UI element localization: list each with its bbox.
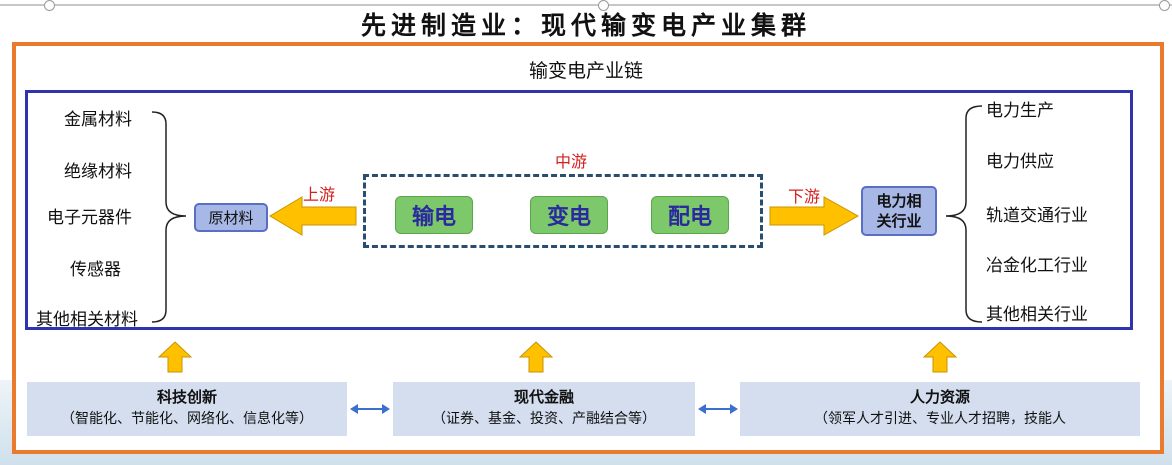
downstream-arrow (769, 196, 860, 236)
support-up-arrow (157, 341, 193, 373)
left-brace (151, 111, 187, 323)
material-item: 电子元器件 (47, 208, 132, 228)
material-item: 绝缘材料 (64, 162, 132, 182)
transformation-node: 变电 (530, 196, 608, 234)
downstream-label: 下游 (788, 187, 821, 206)
chain-title: 输变电产业链 (528, 60, 643, 82)
support-title: 现代金融 (513, 388, 574, 406)
material-item: 传感器 (70, 260, 121, 280)
industry-item: 冶金化工行业 (986, 256, 1088, 276)
support-subtitle: （领军人才引进、专业人才招聘，技能人 (814, 411, 1066, 427)
industry-item: 轨道交通行业 (986, 206, 1088, 226)
midstream-box (363, 174, 763, 248)
distribution-node: 配电 (651, 196, 729, 234)
industry-item: 电力生产 (986, 101, 1054, 121)
power-industry-node: 电力相 关行业 (861, 186, 937, 236)
industry-item: 电力供应 (986, 152, 1054, 172)
support-subtitle: （智能化、节能化、网络化、信息化等） (61, 411, 313, 427)
selection-handle[interactable] (44, 0, 55, 11)
selection-handle[interactable] (598, 0, 609, 11)
raw-material-node: 原材料 (194, 203, 268, 232)
tech-innovation-box: 科技创新 （智能化、节能化、网络化、信息化等） (27, 382, 347, 436)
industry-item: 其他相关行业 (986, 305, 1088, 325)
selection-line (0, 4, 1172, 6)
power-industry-node-line: 电力相 (876, 192, 922, 210)
human-resources-box: 人力资源 （领军人才引进、专业人才招聘，技能人 (740, 382, 1140, 436)
support-up-arrow (922, 341, 958, 373)
upstream-arrow (269, 196, 357, 236)
support-subtitle: （证券、基金、投资、产融结合等） (432, 411, 656, 427)
transmission-node: 输电 (395, 196, 473, 234)
double-arrow (350, 404, 390, 414)
double-arrow (698, 404, 738, 414)
support-up-arrow (518, 341, 554, 373)
material-item: 其他相关材料 (36, 310, 138, 330)
power-industry-node-line: 关行业 (876, 212, 922, 230)
right-brace (945, 105, 983, 323)
industry-chain-box (25, 90, 1133, 330)
midstream-label: 中游 (555, 152, 588, 171)
page-title: 先进制造业：现代输变电产业集群 (360, 11, 811, 40)
modern-finance-box: 现代金融 （证券、基金、投资、产融结合等） (393, 382, 695, 436)
support-title: 科技创新 (156, 388, 217, 406)
material-item: 金属材料 (64, 110, 132, 130)
upstream-label: 上游 (303, 185, 336, 204)
selection-handle[interactable] (1159, 0, 1170, 11)
support-title: 人力资源 (909, 388, 970, 406)
